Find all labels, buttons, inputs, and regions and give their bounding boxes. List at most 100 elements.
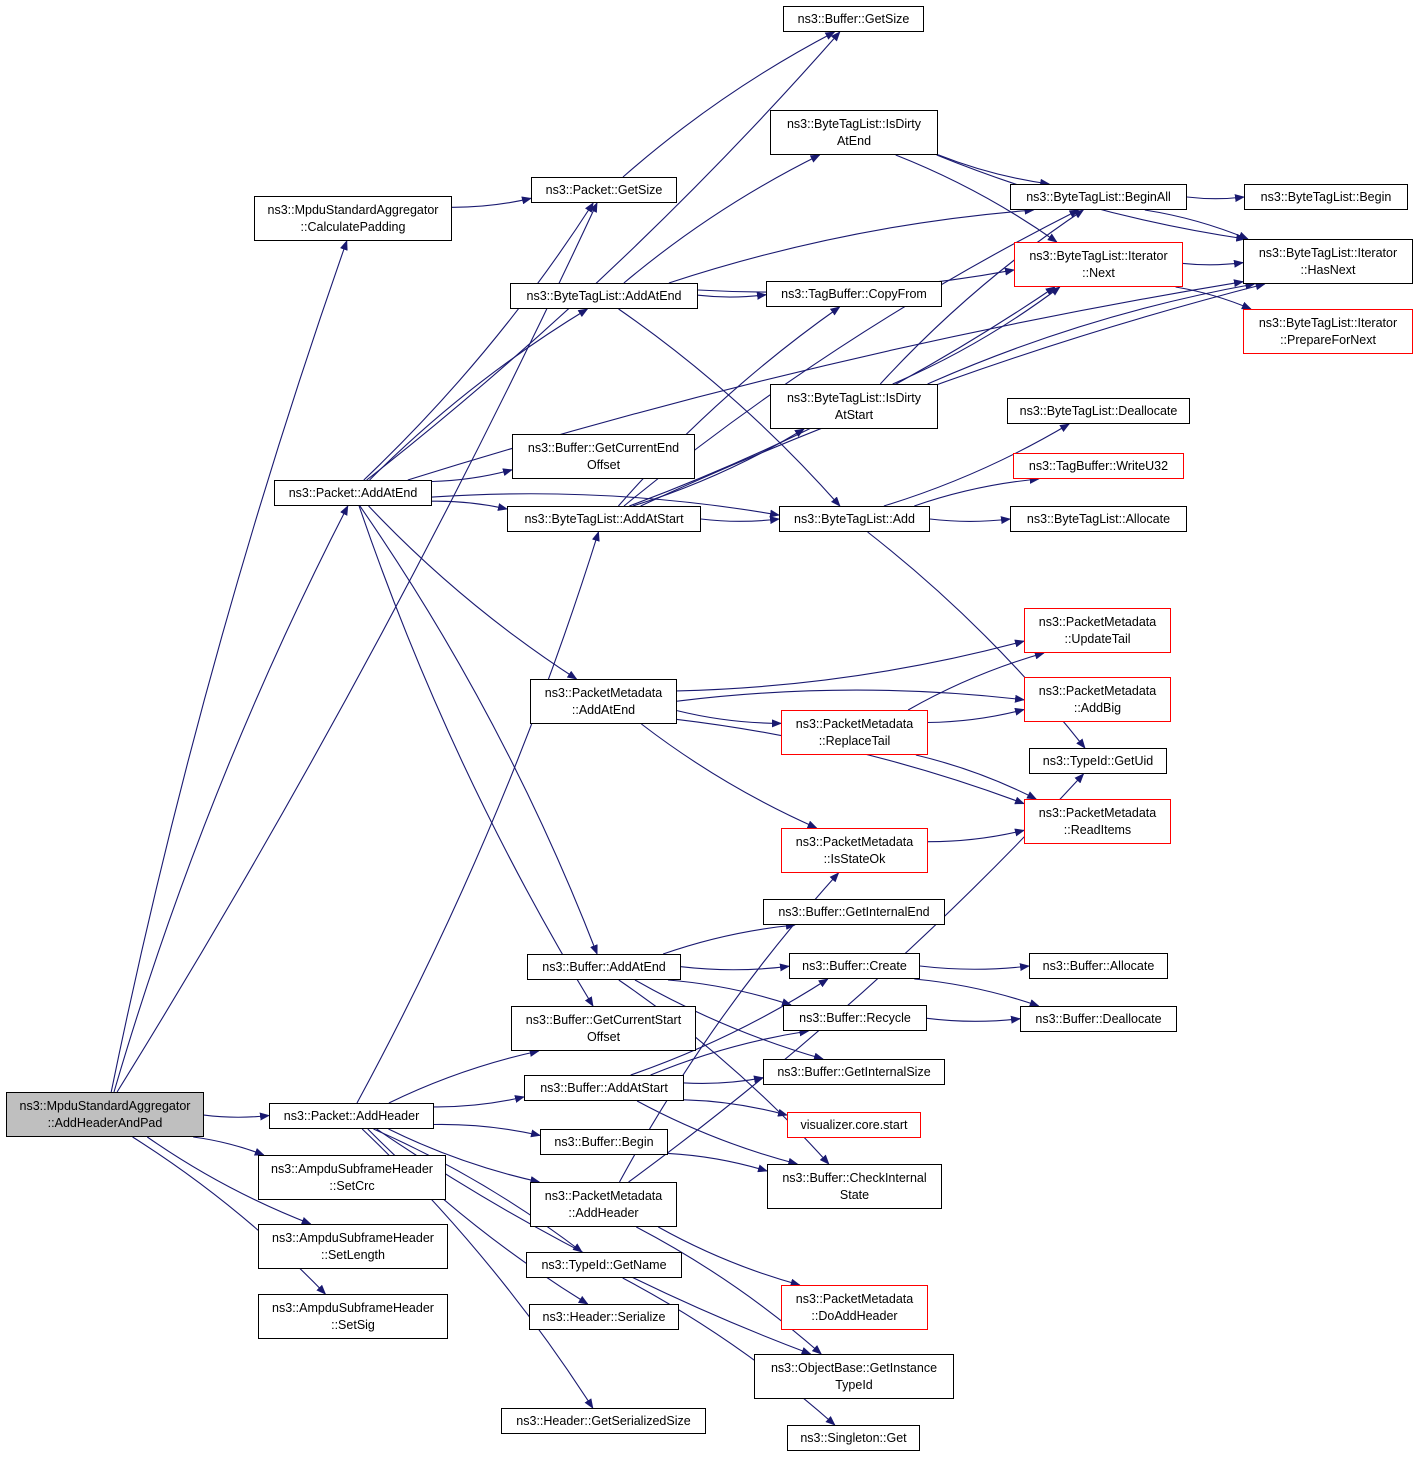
call-edge [358,505,594,1007]
node-ns3-packetmetadata-isstateok[interactable]: ns3::PacketMetadata::IsStateOk [781,828,928,873]
node-label: ::PrepareForNext [1280,332,1376,347]
node-label: ns3::PacketMetadata [795,716,914,731]
call-edge [937,154,1051,187]
node-label: ::Next [1082,265,1115,280]
node-ns3-bytetaglist-iterator-hasnext[interactable]: ns3::ByteTagList::Iterator::HasNext [1243,239,1413,284]
node-ns3-bytetaglist-iterator-next[interactable]: ns3::ByteTagList::Iterator::Next [1014,242,1183,287]
node-ns3-buffer-begin[interactable]: ns3::Buffer::Begin [540,1129,668,1155]
node-label: TypeId [835,1377,873,1392]
node-ns3-ampdusubframeheader-setsig[interactable]: ns3::AmpduSubframeHeader::SetSig [258,1294,448,1339]
node-ns3-buffer-addatend[interactable]: ns3::Buffer::AddAtEnd [527,954,681,980]
node-ns3-bytetaglist-addatstart[interactable]: ns3::ByteTagList::AddAtStart [507,506,701,532]
call-edge [683,1075,764,1084]
call-edge [368,505,578,680]
node-ns3-bytetaglist-iterator-preparefornext[interactable]: ns3::ByteTagList::Iterator::PrepareForNe… [1243,309,1413,354]
call-edge [193,1136,265,1156]
call-edge [907,651,1045,711]
node-ns3-bytetaglist-add[interactable]: ns3::ByteTagList::Add [779,506,930,532]
node-ns3-packetmetadata-updatetail[interactable]: ns3::PacketMetadata::UpdateTail [1024,608,1171,653]
node-ns3-buffer-getinternalsize[interactable]: ns3::Buffer::GetInternalSize [763,1059,945,1085]
node-ns3-tagbuffer-copyfrom[interactable]: ns3::TagBuffer::CopyFrom [766,281,942,307]
call-edge [915,754,1037,800]
node-ns3-bytetaglist-deallocate[interactable]: ns3::ByteTagList::Deallocate [1007,398,1190,424]
call-edge [433,1095,525,1108]
call-edge [883,423,1070,507]
node-ns3-header-getserializedsize[interactable]: ns3::Header::GetSerializedSize [501,1408,706,1434]
node-label: ns3::AmpduSubframeHeader [271,1161,433,1176]
node-ns3-ampdusubframeheader-setlength[interactable]: ns3::AmpduSubframeHeader::SetLength [258,1224,448,1269]
call-edge [1182,259,1244,268]
node-label: ns3::ByteTagList::Begin [1260,189,1392,204]
node-label: ns3::AmpduSubframeHeader [272,1300,434,1315]
node-ns3-bytetaglist-addatend[interactable]: ns3::ByteTagList::AddAtEnd [510,283,698,309]
node-ns3-packet-addatend[interactable]: ns3::Packet::AddAtEnd [274,480,432,506]
node-label: ns3::ByteTagList::Iterator [1029,248,1168,263]
node-ns3-packetmetadata-replacetail[interactable]: ns3::PacketMetadata::ReplaceTail [781,710,928,755]
node-ns3-packetmetadata-addbig[interactable]: ns3::PacketMetadata::AddBig [1024,677,1171,722]
node-ns3-packetmetadata-addheader[interactable]: ns3::PacketMetadata::AddHeader [530,1182,677,1227]
node-ns3-packetmetadata-doaddheader[interactable]: ns3::PacketMetadata::DoAddHeader [781,1285,928,1330]
call-edge [622,1277,836,1426]
node-label: ns3::Packet::GetSize [545,182,663,197]
node-visualizer-core-start[interactable]: visualizer.core.start [787,1112,921,1138]
call-edge [363,202,594,481]
node-ns3-ampdusubframeheader-setcrc[interactable]: ns3::AmpduSubframeHeader::SetCrc [258,1155,446,1200]
call-edge [431,500,508,511]
node-label: ns3::Header::Serialize [542,1309,666,1324]
call-edge [388,1128,541,1184]
node-label: ::SetLength [321,1247,385,1262]
node-label: ns3::PacketMetadata [544,1188,663,1203]
node-label: ::SetSig [331,1317,375,1332]
node-label: ns3::PacketMetadata [1038,614,1157,629]
call-edge [634,979,824,1061]
node-ns3-buffer-deallocate[interactable]: ns3::Buffer::Deallocate [1020,1006,1177,1032]
node-label: ns3::PacketMetadata [1038,805,1157,820]
call-edge [662,921,796,955]
node-ns3-mpdustandardaggregator-addheaderandpad: ns3::MpduStandardAggregator::AddHeaderAn… [6,1092,204,1137]
node-label: visualizer.core.start [800,1117,908,1132]
node-label: ::AddAtEnd [571,702,636,717]
node-ns3-tagbuffer-writeu32[interactable]: ns3::TagBuffer::WriteU32 [1013,453,1184,479]
node-label: ns3::ByteTagList::Iterator [1258,245,1398,260]
node-label: ns3::PacketMetadata [795,834,914,849]
node-ns3-typeid-getname[interactable]: ns3::TypeId::GetName [526,1252,682,1278]
call-edge [895,154,1058,243]
node-ns3-buffer-create[interactable]: ns3::Buffer::Create [789,953,920,979]
node-ns3-packet-addheader[interactable]: ns3::Packet::AddHeader [269,1103,434,1129]
node-label: ns3::ByteTagList::BeginAll [1026,189,1171,204]
node-label: AtStart [834,407,874,422]
node-ns3-buffer-getinternalend[interactable]: ns3::Buffer::GetInternalEnd [763,899,945,925]
node-ns3-typeid-getuid[interactable]: ns3::TypeId::GetUid [1029,748,1167,774]
call-edge [668,206,1035,284]
call-edge [132,1136,327,1295]
node-ns3-packet-getsize[interactable]: ns3::Packet::GetSize [531,177,677,203]
node-ns3-header-serialize[interactable]: ns3::Header::Serialize [529,1304,679,1330]
call-edge [369,308,589,481]
call-edge [658,1226,801,1287]
node-ns3-buffer-allocate[interactable]: ns3::Buffer::Allocate [1029,953,1168,979]
node-ns3-bytetaglist-begin[interactable]: ns3::ByteTagList::Begin [1244,184,1408,210]
call-edge [1186,194,1245,203]
node-label: ns3::AmpduSubframeHeader [272,1230,434,1245]
node-label: ns3::TagBuffer::CopyFrom [781,286,927,301]
node-ns3-bytetaglist-allocate[interactable]: ns3::ByteTagList::Allocate [1010,506,1187,532]
node-label: Offset [586,1029,621,1044]
call-edge [697,291,767,300]
node-ns3-singleton-get[interactable]: ns3::Singleton::Get [787,1425,920,1451]
call-edge [641,723,818,829]
node-ns3-packetmetadata-addatend[interactable]: ns3::PacketMetadata::AddAtEnd [530,679,677,724]
node-ns3-buffer-getsize[interactable]: ns3::Buffer::GetSize [783,6,924,32]
node-ns3-mpdustandardaggregator-calculatepadding[interactable]: ns3::MpduStandardAggregator::CalculatePa… [254,196,452,241]
node-ns3-buffer-addatstart[interactable]: ns3::Buffer::AddAtStart [524,1075,684,1101]
node-ns3-bytetaglist-beginall[interactable]: ns3::ByteTagList::BeginAll [1010,184,1187,210]
node-ns3-buffer-recycle[interactable]: ns3::Buffer::Recycle [783,1005,927,1031]
node-ns3-packetmetadata-readitems[interactable]: ns3::PacketMetadata::ReadItems [1024,799,1171,844]
node-label: ns3::Buffer::Create [802,958,907,973]
